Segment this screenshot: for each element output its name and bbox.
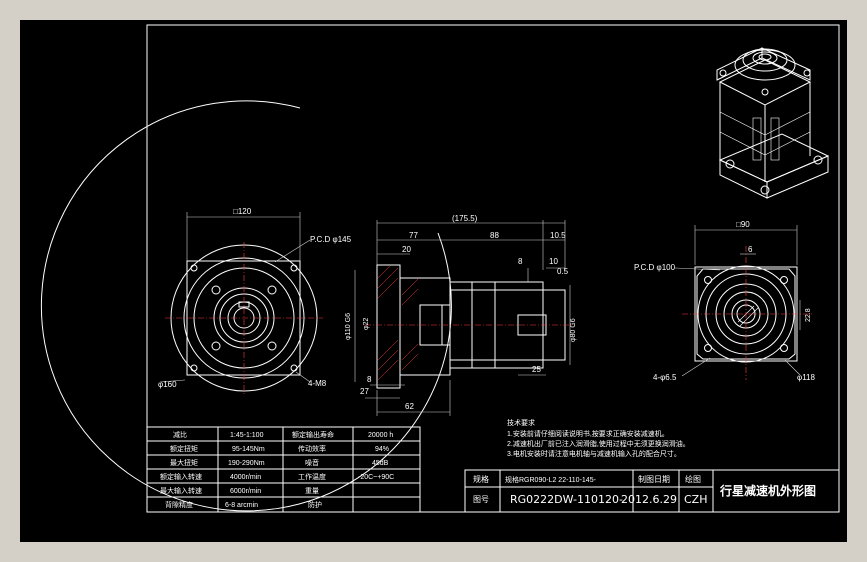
- tb-date-label: 制图日期: [638, 474, 670, 484]
- dim-side-seg-b: 88: [490, 231, 499, 240]
- spec-r5-c2: 6000r/min: [230, 488, 261, 495]
- spec-r1-c4: 20000 h: [368, 432, 393, 439]
- tb-code-value: RG0222DW-110120-: [510, 493, 623, 506]
- spec-r6-c3: 防护: [308, 500, 322, 509]
- spec-r3-c3: 噪音: [305, 458, 319, 467]
- tb-code-label: 图号: [473, 495, 489, 504]
- dim-side-seg-a: 77: [409, 231, 418, 240]
- dim-side-b3: 62: [405, 402, 414, 411]
- tb-date-value: 2012.6.29: [621, 493, 677, 506]
- spec-r5-c3: 重量: [305, 487, 319, 495]
- spec-r1-c1: 减比: [173, 430, 187, 439]
- note-2: 2.减速机出厂前已注入润滑脂,使用过程中无须更换润滑油。: [507, 439, 690, 448]
- side-view: (175.5) 77 88 10.5 20: [345, 214, 577, 416]
- dim-side-b1: 8: [367, 375, 372, 384]
- spec-r4-c4: -20C~+90C: [358, 474, 394, 481]
- dim-front-holes: 4-M8: [308, 379, 327, 388]
- dim-side-r-small: 25: [532, 365, 541, 374]
- dim-back-holes: 4-φ6.5: [653, 373, 677, 382]
- tb-draw-label: 绘图: [685, 474, 701, 484]
- tb-spec-value: 规格RGR090-L2 22-110-145-: [505, 475, 597, 484]
- back-view: □90 6 P.C.D φ100 22.8 4-φ6.5 φ118: [634, 220, 815, 382]
- construction-arc: [40, 100, 452, 512]
- dim-back-square: □90: [736, 220, 750, 229]
- spec-r2-c3: 传动效率: [298, 444, 326, 453]
- title-block: 规格 规格RGR090-L2 22-110-145- 制图日期 绘图 图号 RG…: [464, 469, 840, 513]
- technical-notes: 技术要求 1.安装前请仔细阅读说明书,按要求正确安装减速机。 2.减速机出厂前已…: [507, 418, 690, 458]
- dim-back-shaft: 22.8: [805, 308, 812, 322]
- spec-r3-c4: 45dB: [372, 460, 389, 467]
- dim-side-seg-c: 10.5: [550, 231, 566, 240]
- dim-front-outer: φ160: [158, 380, 177, 389]
- spec-r3-c1: 最大扭矩: [170, 458, 198, 467]
- spec-r6-c2: 6-8 arcmin: [225, 502, 258, 509]
- dim-side-b2: 27: [360, 387, 369, 396]
- spec-r4-c3: 工作温度: [298, 472, 326, 481]
- spec-r3-c2: 190-290Nm: [228, 460, 265, 467]
- dim-side-dia-inner: φ22: [363, 318, 370, 330]
- drawing-title: 行星减速机外形图: [719, 483, 816, 498]
- dim-front-width: □120: [233, 207, 252, 216]
- note-3: 3.电机安装时请注意电机轴与减速机输入孔的配合尺寸。: [507, 449, 681, 458]
- front-view: □120 P.C.D φ145 φ160 4-M8: [158, 207, 352, 395]
- isometric-view: [716, 47, 830, 199]
- tb-spec-label: 规格: [473, 474, 489, 484]
- spec-r1-c3: 额定输出寿命: [292, 430, 334, 439]
- tb-author: CZH: [684, 493, 708, 506]
- dim-front-pcd: P.C.D φ145: [310, 235, 352, 244]
- spec-r2-c4: 94%: [375, 446, 389, 453]
- dim-side-dia-left: φ110 G6: [345, 313, 352, 340]
- dim-side-dia-right: φ80 G6: [570, 318, 577, 342]
- dim-side-total: (175.5): [452, 214, 478, 223]
- dim-side-d1: 8: [518, 257, 523, 266]
- spec-r4-c2: 4000r/min: [230, 474, 261, 481]
- spec-r5-c1: 最大输入转速: [160, 486, 202, 495]
- dim-side-d2: 10: [549, 257, 558, 266]
- dim-side-d3: 0.5: [557, 267, 569, 276]
- note-1: 1.安装前请仔细阅读说明书,按要求正确安装减速机。: [507, 429, 669, 438]
- dim-back-dia: φ118: [797, 373, 815, 382]
- cad-viewport[interactable]: □120 P.C.D φ145 φ160 4-M8 (175.5) 77 88 …: [20, 20, 847, 542]
- note-heading: 技术要求: [507, 418, 535, 427]
- spec-table: 减比 1:45-1:100 额定输出寿命 20000 h 额定扭矩 95-145…: [146, 426, 421, 513]
- cad-drawing: □120 P.C.D φ145 φ160 4-M8 (175.5) 77 88 …: [40, 24, 840, 513]
- spec-r4-c1: 额定输入转速: [160, 472, 202, 481]
- spec-r2-c2: 95-145Nm: [232, 446, 265, 453]
- section-hatch: [377, 265, 419, 381]
- spec-r2-c1: 额定扭矩: [170, 444, 198, 453]
- dim-back-pcd: P.C.D φ100: [634, 263, 676, 272]
- spec-r6-c1: 背隙精度: [165, 500, 193, 509]
- dim-back-key: 6: [748, 245, 753, 254]
- spec-r1-c2: 1:45-1:100: [230, 432, 264, 439]
- dim-side-flange: 20: [402, 245, 411, 254]
